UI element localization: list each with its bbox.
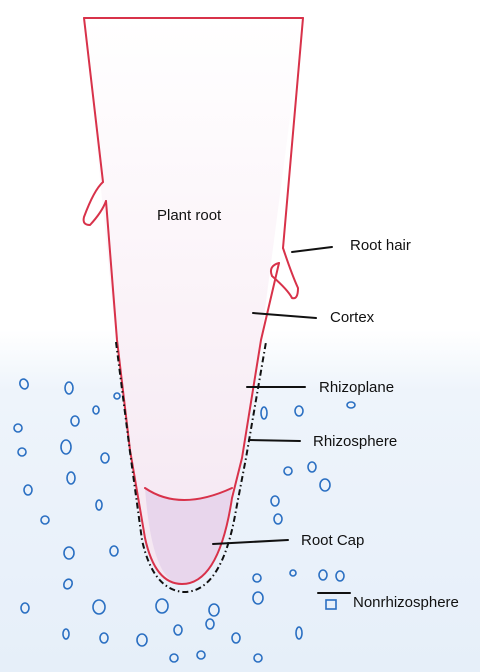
label-nonrhizosphere: Nonrhizosphere [353,594,459,611]
rhizosphere-leader [249,440,300,441]
label-rhizoplane: Rhizoplane [319,379,394,396]
label-root-hair: Root hair [350,237,411,254]
label-rhizosphere: Rhizosphere [313,433,397,450]
label-cortex: Cortex [330,309,375,326]
label-root-cap: Root Cap [301,532,364,549]
label-plant-root: Plant root [157,207,222,224]
root-hair-leader [292,247,332,252]
right-root-hair [271,248,298,298]
